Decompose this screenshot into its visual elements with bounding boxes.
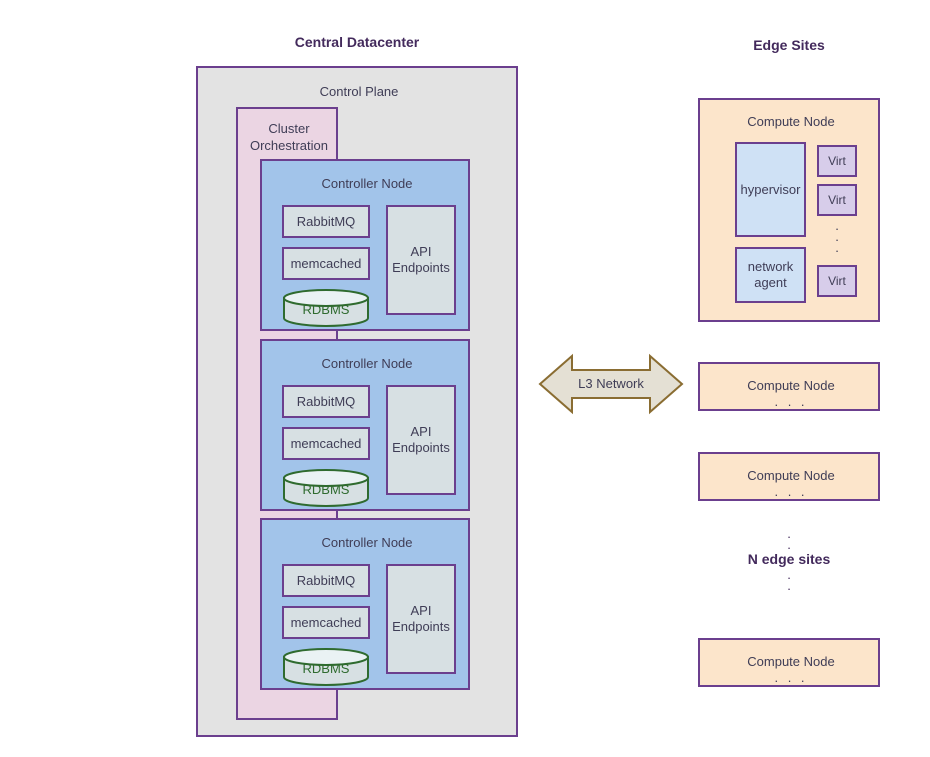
- cluster-orchestration-label: Cluster Orchestration: [249, 121, 329, 153]
- controller-node-2: Controller Node RabbitMQ memcached RDBMS…: [260, 339, 470, 511]
- controller-node-3: Controller Node RabbitMQ memcached RDBMS…: [260, 518, 470, 690]
- controller-node-1-rdbms-label: RDBMS: [302, 302, 350, 317]
- compute-node-collapsed-2: Compute Node . . .: [698, 452, 880, 501]
- controller-node-2-rdbms: RDBMS: [282, 469, 370, 507]
- virt-ellipsis-dot-3: .: [835, 240, 839, 255]
- network-agent-box: network agent: [735, 247, 806, 303]
- controller-node-3-rdbms-label: RDBMS: [302, 661, 350, 676]
- controller-node-3-api-endpoints: API Endpoints: [386, 564, 456, 674]
- n-edge-dot-top-1: .: [787, 526, 791, 541]
- controller-node-3-rabbitmq: RabbitMQ: [282, 564, 370, 597]
- compute-node-collapsed-2-ellipsis: . . .: [774, 484, 808, 499]
- compute-node-collapsed-3: Compute Node . . .: [698, 638, 880, 687]
- controller-node-2-title: Controller Node: [321, 356, 413, 371]
- virt-ellipsis-dot-2: .: [835, 229, 839, 244]
- controller-node-1: Controller Node RabbitMQ memcached RDBMS…: [260, 159, 470, 331]
- compute-node-collapsed-1-ellipsis: . . .: [774, 394, 808, 409]
- controller-node-2-api-endpoints: API Endpoints: [386, 385, 456, 495]
- controller-node-3-rdbms: RDBMS: [282, 648, 370, 686]
- hypervisor-box: hypervisor: [735, 142, 806, 237]
- n-edge-dot-bottom-1: .: [787, 567, 791, 582]
- controller-node-3-title: Controller Node: [321, 535, 413, 550]
- compute-node-collapsed-3-title: Compute Node: [747, 654, 835, 669]
- n-edge-dot-bottom-2: .: [787, 578, 791, 593]
- virt-ellipsis-dot-1: .: [835, 218, 839, 233]
- controller-node-2-memcached: memcached: [282, 427, 370, 460]
- n-edge-sites-annotation: . . N edge sites . .: [698, 526, 880, 593]
- virt-vertical-ellipsis: . . .: [817, 218, 857, 255]
- controller-node-1-api-endpoints: API Endpoints: [386, 205, 456, 315]
- virt-box-3: Virt: [817, 265, 857, 297]
- n-edge-dot-top-2: .: [787, 537, 791, 552]
- compute-node-collapsed-3-ellipsis: . . .: [774, 670, 808, 685]
- page-title-central-datacenter: Central Datacenter: [294, 34, 420, 50]
- l3-network-arrow: L3 Network: [538, 353, 684, 415]
- page-title-edge-sites: Edge Sites: [753, 37, 825, 53]
- compute-node-primary: Compute Node hypervisor network agent Vi…: [698, 98, 880, 322]
- virt-box-2: Virt: [817, 184, 857, 216]
- l3-network-label: L3 Network: [578, 376, 644, 391]
- compute-node-collapsed-1: Compute Node . . .: [698, 362, 880, 411]
- n-edge-sites-label: N edge sites: [747, 551, 831, 567]
- controller-node-1-rdbms: RDBMS: [282, 289, 370, 327]
- controller-node-2-rdbms-label: RDBMS: [302, 482, 350, 497]
- controller-node-1-rabbitmq: RabbitMQ: [282, 205, 370, 238]
- compute-node-primary-title: Compute Node: [747, 114, 835, 129]
- compute-node-collapsed-1-title: Compute Node: [747, 378, 835, 393]
- control-plane-label: Control Plane: [319, 84, 399, 99]
- compute-node-collapsed-2-title: Compute Node: [747, 468, 835, 483]
- controller-node-2-rabbitmq: RabbitMQ: [282, 385, 370, 418]
- controller-node-1-memcached: memcached: [282, 247, 370, 280]
- controller-node-3-memcached: memcached: [282, 606, 370, 639]
- virt-box-1: Virt: [817, 145, 857, 177]
- controller-node-1-title: Controller Node: [321, 176, 413, 191]
